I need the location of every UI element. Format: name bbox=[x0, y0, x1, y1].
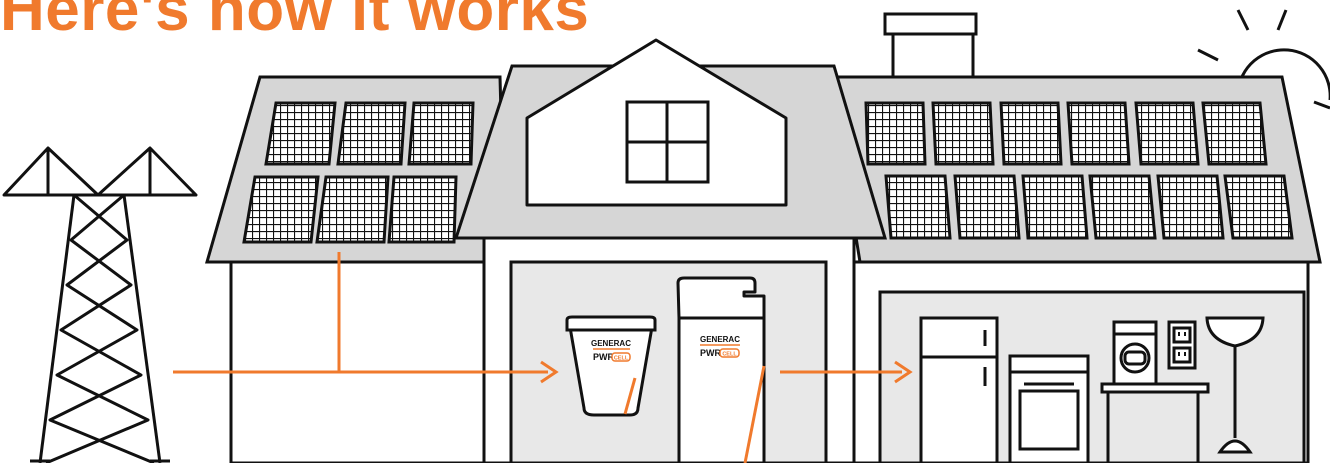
battery-product-badge: CELL bbox=[722, 352, 737, 358]
wall-outlet-icon bbox=[1169, 322, 1195, 368]
solar-panel bbox=[338, 103, 405, 164]
pwrcell-battery: GENERAC PWR CELL bbox=[678, 278, 764, 463]
solar-panel bbox=[389, 177, 456, 242]
solar-panel bbox=[1068, 103, 1129, 164]
solar-panel bbox=[933, 103, 993, 164]
solar-panel bbox=[1023, 176, 1087, 238]
solar-panel bbox=[1090, 176, 1155, 238]
chimney bbox=[885, 14, 976, 78]
solar-panel bbox=[1136, 103, 1198, 164]
solar-panel bbox=[409, 103, 473, 164]
solar-panel bbox=[1001, 103, 1061, 164]
solar-panel bbox=[1158, 176, 1223, 238]
solar-panel bbox=[1225, 176, 1292, 238]
solar-panel bbox=[266, 103, 335, 164]
inverter-product-badge: CELL bbox=[614, 356, 629, 362]
solar-panel bbox=[244, 177, 318, 242]
solar-panel bbox=[1203, 103, 1266, 164]
washer-icon bbox=[1114, 322, 1156, 384]
oven-icon bbox=[1010, 356, 1088, 463]
power-tower-icon bbox=[4, 148, 196, 463]
attic-window-icon bbox=[627, 102, 708, 182]
battery-brand: GENERAC bbox=[700, 335, 740, 344]
solar-panel bbox=[886, 176, 950, 238]
solar-panel bbox=[955, 176, 1019, 238]
inverter-brand: GENERAC bbox=[591, 339, 631, 348]
refrigerator-icon bbox=[921, 318, 997, 463]
battery-product: PWR bbox=[700, 348, 721, 358]
solar-panel bbox=[317, 177, 388, 242]
solar-panel bbox=[866, 103, 925, 164]
